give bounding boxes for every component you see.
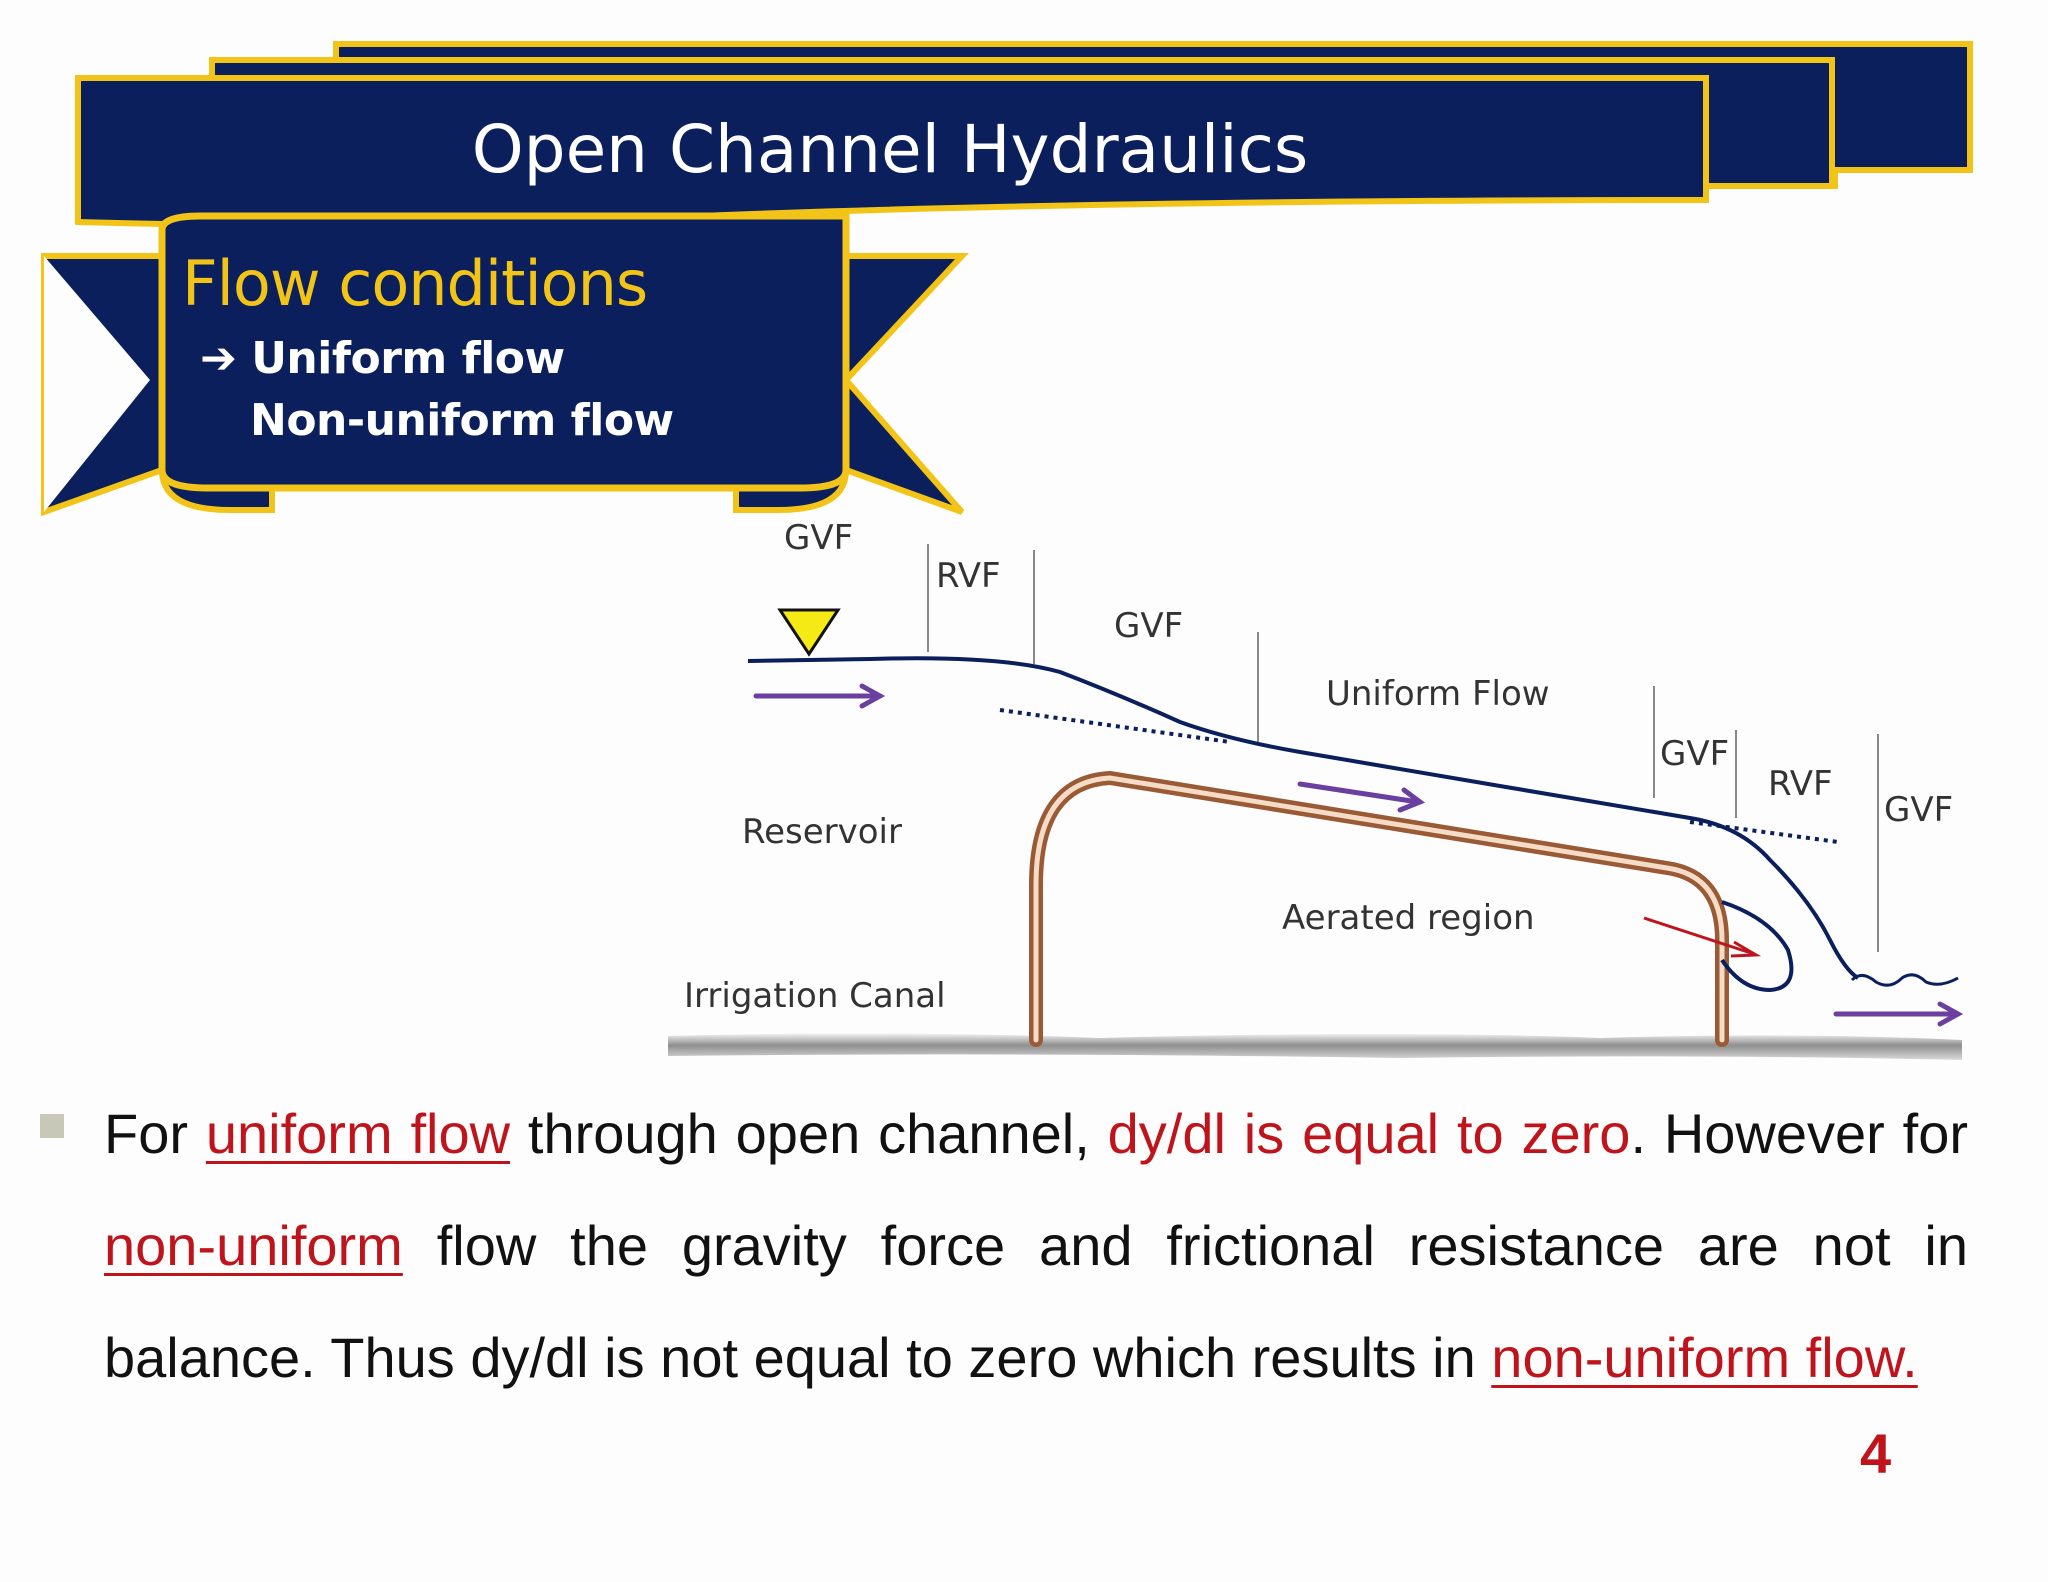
- bullet-marker: [40, 1114, 64, 1138]
- label-aerated-region: Aerated region: [1282, 898, 1535, 938]
- text-segment: flow the gravity force and frictional re…: [104, 1214, 1968, 1389]
- sub-item-uniform-flow: ➔ Uniform flow: [200, 332, 565, 386]
- flow-diagram: [668, 544, 1964, 1060]
- text-segment: . However for: [1630, 1102, 1969, 1165]
- body-paragraph: For uniform flow through open channel, d…: [104, 1078, 1968, 1414]
- page-number: 4: [1860, 1422, 1892, 1485]
- label-rvf-drop: RVF: [1768, 764, 1833, 804]
- label-gvf-transition: GVF: [1114, 606, 1184, 646]
- link-uniform-flow: uniform flow: [205, 1102, 511, 1165]
- label-uniform-flow: Uniform Flow: [1326, 674, 1550, 714]
- highlight-dy-dl-zero: dy/dl is equal to zero: [1107, 1102, 1631, 1165]
- section-title: Flow conditions: [182, 247, 648, 320]
- sub-item-label: Uniform flow: [251, 333, 565, 384]
- title-banner: [41, 41, 1973, 517]
- label-gvf-downstream: GVF: [1660, 734, 1730, 774]
- label-gvf-reservoir: GVF: [784, 518, 854, 558]
- link-non-uniform-flow: non-uniform flow.: [1491, 1326, 1918, 1389]
- label-rvf-crest: RVF: [936, 556, 1001, 596]
- link-non-uniform: non-uniform: [104, 1214, 403, 1277]
- sub-item-non-uniform-flow: Non-uniform flow: [250, 395, 674, 446]
- text-segment: For: [104, 1102, 206, 1165]
- label-reservoir: Reservoir: [742, 812, 902, 852]
- slide-title: Open Channel Hydraulics: [471, 111, 1309, 188]
- arrow-right-icon: ➔: [200, 333, 237, 384]
- text-segment: through open channel,: [510, 1102, 1108, 1165]
- label-irrigation-canal: Irrigation Canal: [684, 976, 946, 1016]
- label-gvf-tailwater: GVF: [1884, 790, 1954, 830]
